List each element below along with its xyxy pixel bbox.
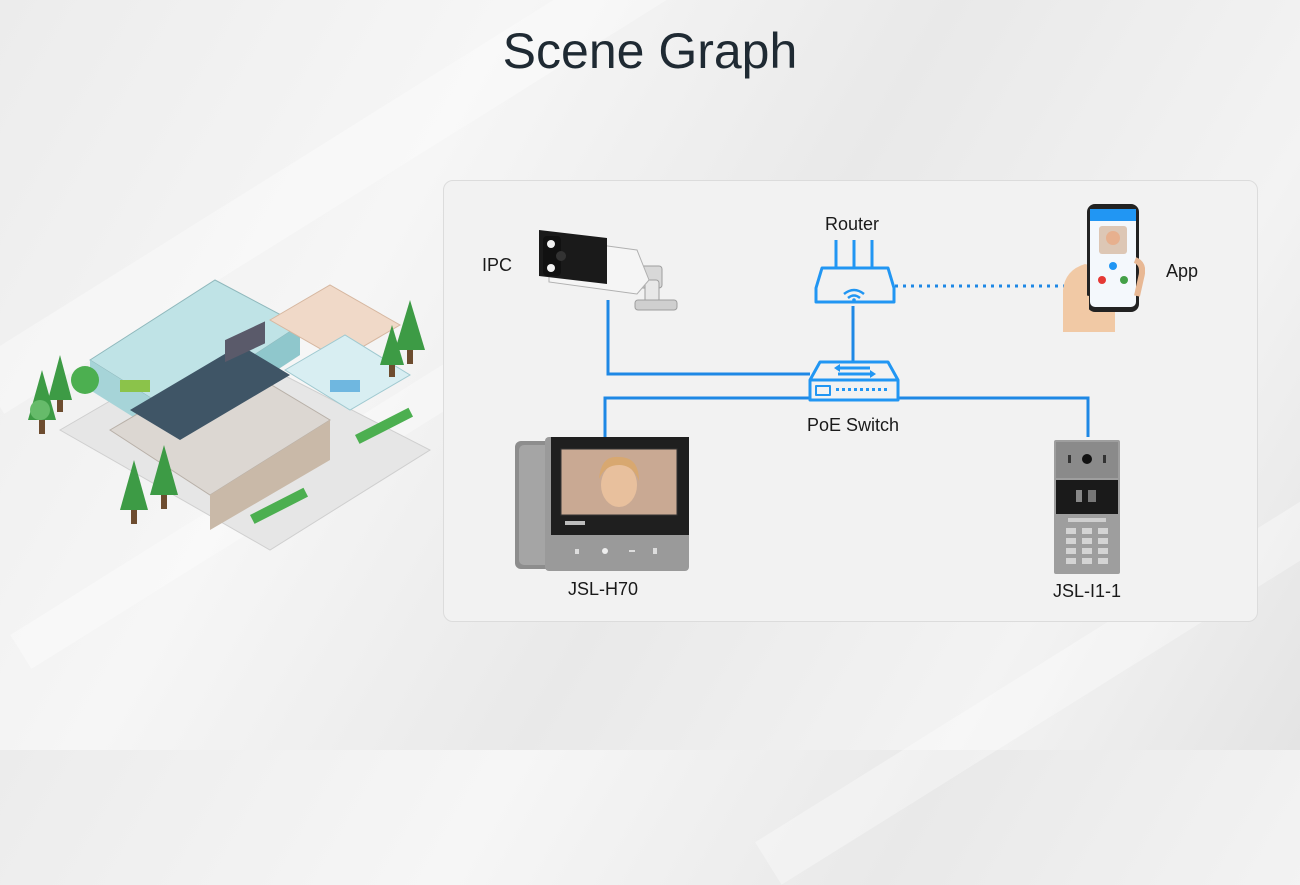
ipc-label: IPC [482, 255, 513, 275]
page-title: Scene Graph [502, 23, 798, 79]
indoor-monitor-label: JSL-H70 [568, 579, 639, 599]
door-station-icon [1054, 440, 1120, 574]
smartphone-app-icon [1063, 204, 1145, 332]
poe-switch-label: PoE Switch [807, 415, 900, 435]
indoor-monitor-icon [515, 437, 689, 571]
router-icon [814, 240, 896, 304]
poe-switch-icon [808, 360, 900, 402]
monitor-to-switch-line [603, 396, 810, 437]
ipc-camera-icon [539, 230, 678, 311]
doorstation-to-switch-line [898, 396, 1090, 437]
door-station-label: JSL-I1-1 [1053, 581, 1122, 601]
smart-home-illustration [28, 279, 432, 551]
app-label: App [1166, 261, 1199, 281]
router-label: Router [825, 214, 880, 234]
connection-lines [603, 284, 1090, 437]
ipc-to-switch-line [606, 300, 810, 376]
